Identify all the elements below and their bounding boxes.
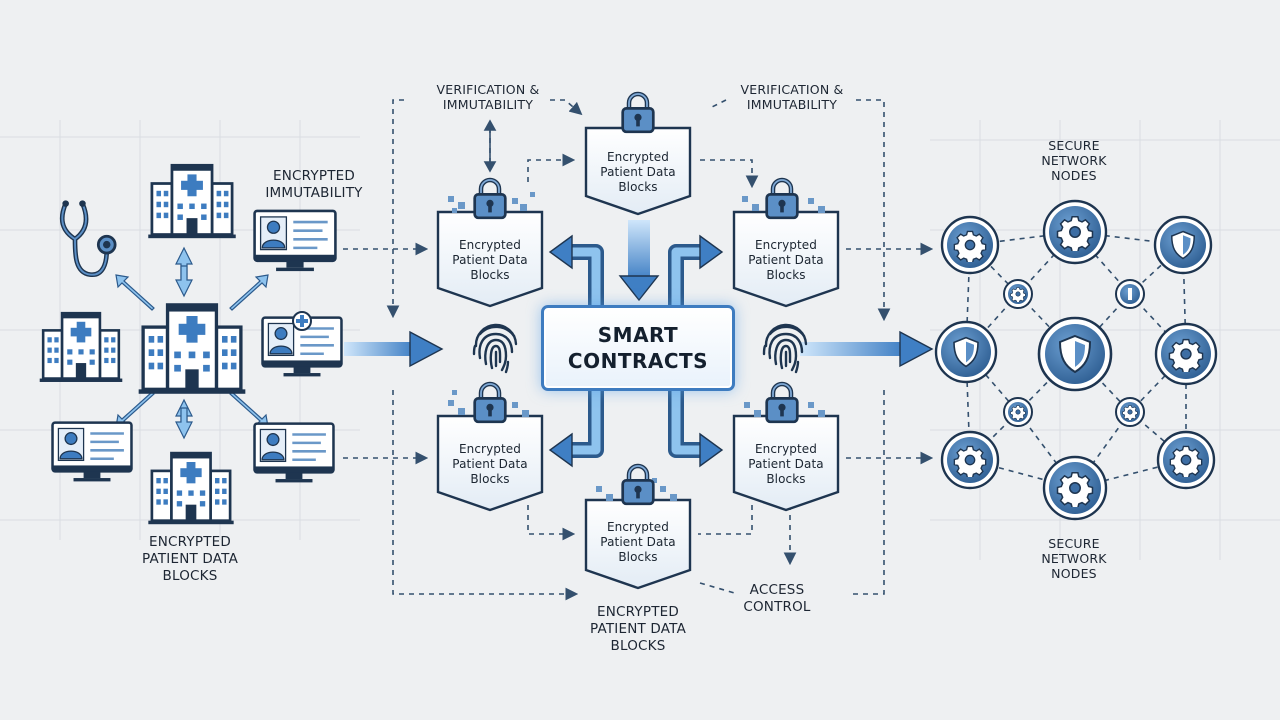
verification-up-down-arrow (483, 119, 497, 173)
lock-icon (623, 466, 654, 504)
block-top-label: Encrypted Patient Data Blocks (600, 150, 676, 194)
block-lower-right (732, 384, 840, 512)
fingerprint-icon (472, 323, 518, 374)
gear-icon (1010, 287, 1026, 302)
lock-icon (767, 180, 798, 218)
lock-icon (623, 94, 654, 132)
node-gear (1156, 430, 1216, 490)
data-beam-down-arrowhead (618, 275, 660, 302)
block-upper-left (436, 180, 544, 308)
node-shield (934, 320, 998, 384)
block-upper-right (732, 180, 840, 308)
dashed-flow-lines (343, 99, 934, 601)
hospital-icon (38, 311, 124, 384)
smart-contracts-hub: SMART CONTRACTS (541, 305, 735, 391)
hospital-icon (146, 451, 236, 526)
gear-icon (1169, 445, 1203, 477)
plus-badge-icon (292, 311, 312, 331)
node-small-gear (1003, 397, 1033, 427)
data-beam-out (800, 330, 934, 368)
gear-icon (1168, 338, 1204, 372)
node-small-gear (1115, 397, 1145, 427)
secure-network-nodes-label-top: SECURE NETWORK NODES (1041, 138, 1107, 183)
data-beam-down (628, 220, 650, 280)
block-upper-left-label: Encrypted Patient Data Blocks (452, 238, 528, 282)
node-shield-large (1037, 316, 1113, 392)
patient-record-monitor-icon (253, 422, 335, 484)
block-lower-left-label: Encrypted Patient Data Blocks (452, 442, 528, 486)
center-encrypted-blocks-label: ENCRYPTED PATIENT DATA BLOCKS (589, 604, 687, 654)
node-shield (1153, 215, 1213, 275)
stethoscope-icon (62, 200, 115, 274)
patient-record-monitor-icon (51, 421, 133, 483)
gear-icon (953, 445, 987, 477)
secure-network-nodes-label-bottom: SECURE NETWORK NODES (1041, 536, 1107, 581)
node-small-info (1115, 279, 1145, 309)
hub-connector-arrows-inner (570, 247, 702, 455)
lock-icon (475, 384, 506, 422)
fingerprint-icon (762, 323, 808, 374)
node-small-gear (1003, 279, 1033, 309)
gear-icon (1122, 405, 1138, 420)
block-lower-left (436, 384, 544, 512)
block-lower-right-label: Encrypted Patient Data Blocks (748, 442, 824, 486)
encrypted-immutability-label: ENCRYPTED IMMUTABILITY (265, 168, 363, 201)
lock-icon (767, 384, 798, 422)
hub-connector-arrowheads (548, 234, 724, 468)
gear-icon (953, 230, 987, 262)
block-bottom-label: Encrypted Patient Data Blocks (600, 520, 676, 564)
node-gear (1154, 322, 1218, 386)
block-top (584, 94, 692, 216)
left-cluster-arrows (115, 246, 269, 440)
network-nodes (934, 199, 1218, 521)
data-beam-in (344, 330, 444, 368)
block-upper-right-label: Encrypted Patient Data Blocks (748, 238, 824, 282)
node-gear (940, 430, 1000, 490)
left-encrypted-blocks-label: ENCRYPTED PATIENT DATA BLOCKS (141, 534, 239, 584)
node-gear (1042, 455, 1108, 521)
patient-record-monitor-icon (253, 209, 337, 273)
node-gear (1042, 199, 1108, 265)
block-bottom (584, 466, 692, 590)
gear-icon (1056, 472, 1094, 507)
access-control-label: ACCESS CONTROL (743, 582, 811, 615)
lock-icon (475, 180, 506, 218)
hospital-icon (146, 163, 238, 240)
gear-icon (1010, 405, 1026, 420)
node-gear (940, 215, 1000, 275)
hospital-icon (136, 303, 248, 396)
verification-label-left: VERIFICATION & IMMUTABILITY (436, 82, 540, 112)
gear-icon (1056, 216, 1094, 251)
verification-label-right: VERIFICATION & IMMUTABILITY (740, 82, 844, 112)
